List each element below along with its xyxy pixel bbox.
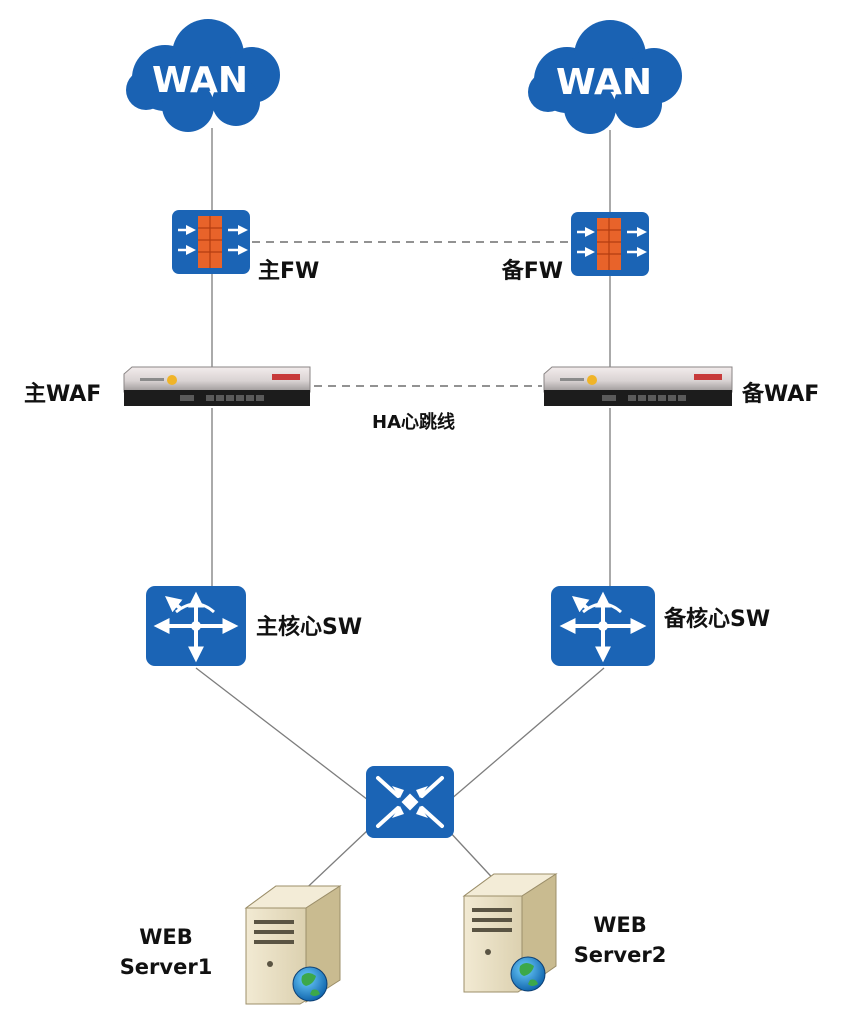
wan-cloud-right: WAN [528,20,682,134]
l3-switch-icon [551,586,655,666]
backup-core-sw-label: 备核心SW [663,606,770,632]
firewall-icon [571,212,649,276]
primary-waf-label: 主WAF [24,382,101,407]
primary-waf: 主WAF [24,366,311,407]
server1-label-line2: Server1 [120,955,213,979]
server1-label-line1: WEB [139,925,193,949]
cloud-icon [528,20,682,134]
switch-icon [366,766,454,838]
firewall-icon [172,210,250,274]
backup-waf: 备WAF [543,366,819,407]
globe-icon [510,956,546,992]
ha-heartbeat-label: HA心跳线 [372,411,455,433]
rack-appliance-icon [543,366,733,406]
wan-left-label: WAN [152,60,248,101]
primary-firewall: 主FW [172,210,319,284]
ha-links [252,241,570,387]
backup-firewall: 备FW [501,212,649,284]
cloud-icon [126,19,280,132]
backup-fw-label: 备FW [501,258,563,284]
backup-core-switch: 备核心SW [551,586,770,666]
l3-switch-icon [146,586,246,666]
rack-appliance-icon [123,366,311,406]
wan-right-label: WAN [556,62,652,103]
primary-core-sw-label: 主核心SW [256,614,362,640]
primary-core-switch: 主核心SW [146,586,362,666]
backup-waf-label: 备WAF [741,381,819,407]
server-icon [244,885,342,1005]
server-icon [462,873,558,993]
globe-icon [292,966,328,1002]
link-backup-core-to-access [449,667,605,801]
server2-label-line1: WEB [593,913,647,937]
link-primary-core-to-access [195,667,369,801]
wan-cloud-left: WAN [126,19,280,132]
primary-fw-label: 主FW [258,259,319,284]
web-server-2: WEB Server2 [462,873,667,993]
web-server-1: WEB Server1 [120,885,342,1005]
server2-label-line2: Server2 [574,943,667,967]
access-switch [366,766,454,838]
